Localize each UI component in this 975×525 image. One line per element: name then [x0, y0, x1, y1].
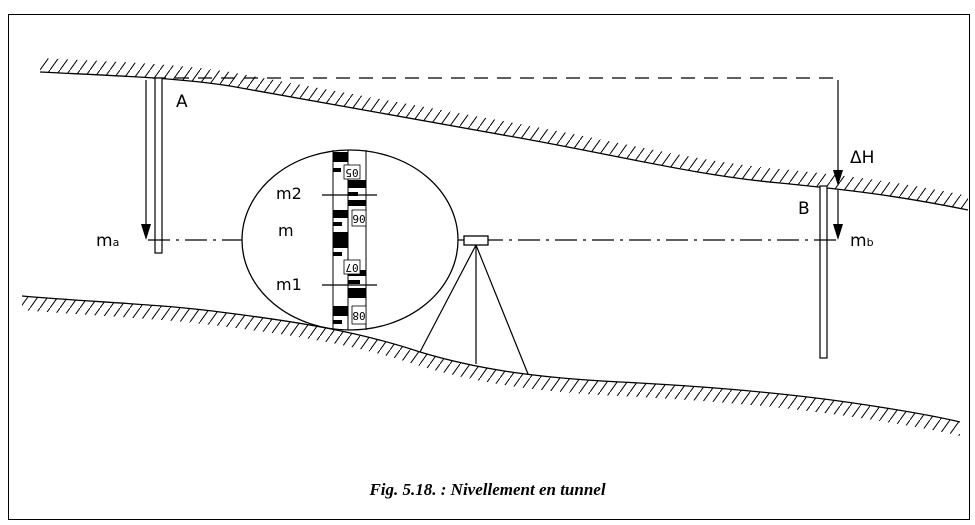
label-zoom-m: m	[278, 221, 294, 240]
tripod-leg-left	[419, 244, 477, 353]
staff-b	[819, 185, 828, 359]
rod-number-05: 05	[345, 166, 358, 179]
rod-number-08: 08	[352, 309, 365, 322]
rod-number-06: 06	[352, 212, 365, 225]
rod-number-07: 07	[345, 261, 358, 274]
label-zoom-m2: m2	[276, 184, 302, 203]
arrow-b-head	[833, 224, 843, 240]
label-reading-a: ma	[96, 231, 119, 251]
label-point-b: B	[798, 199, 810, 219]
label-delta-h: ΔH	[850, 148, 874, 168]
figure-caption: Fig. 5.18. : Nivellement en tunnel	[369, 480, 606, 499]
figure-frame	[8, 14, 970, 520]
arrow-a-head	[141, 224, 151, 240]
level-instrument	[463, 235, 489, 246]
arrow-delta-head	[833, 170, 843, 186]
label-zoom-m1: m1	[276, 275, 302, 294]
graduated-rod	[332, 150, 367, 330]
reading-zoom-ellipse	[241, 149, 459, 331]
label-reading-b: mb	[850, 231, 874, 251]
tunnel-floor-hatch	[22, 296, 960, 436]
label-point-a: A	[176, 92, 188, 112]
staff-a	[154, 77, 163, 254]
tunnel-ceiling-hatch	[40, 58, 968, 210]
tripod-leg-right	[475, 244, 529, 375]
